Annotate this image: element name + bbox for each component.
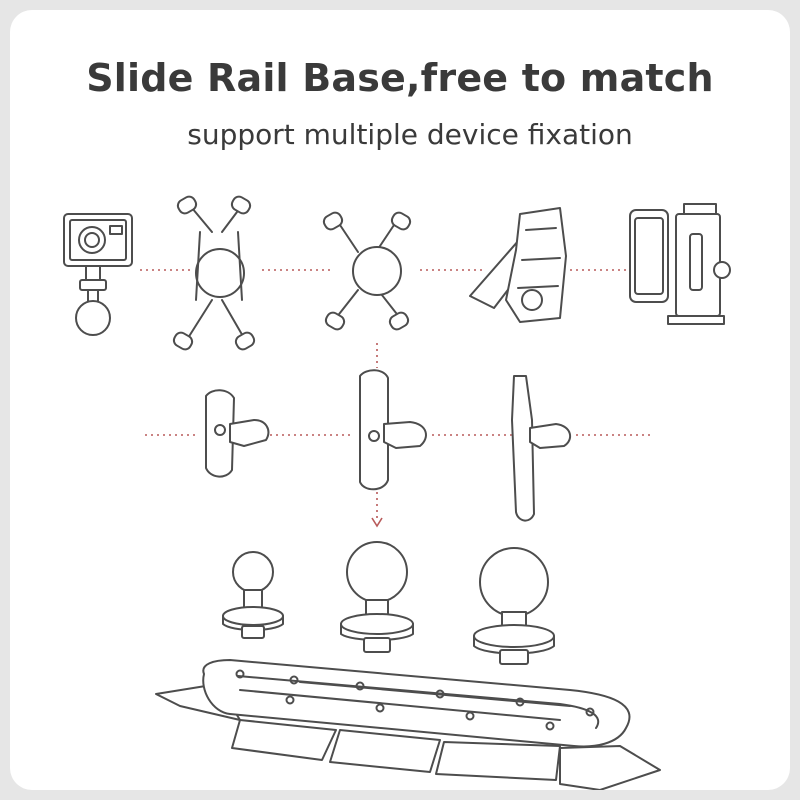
slide-rail-base-icon <box>155 659 661 790</box>
ball-mount-medium-icon <box>340 541 414 653</box>
phone-clamp-icon <box>469 207 567 323</box>
product-illustration <box>63 195 731 790</box>
tablet-holder-icon <box>629 203 731 325</box>
headline: Slide Rail Base,free to match <box>86 56 714 100</box>
x-grip-large-icon <box>172 195 256 351</box>
row1-connectors <box>140 269 628 368</box>
subheadline: support multiple device fixation <box>187 118 633 151</box>
ball-mount-large-icon <box>473 547 555 665</box>
medium-arm-icon <box>359 369 427 491</box>
short-arm-icon <box>205 389 270 478</box>
row2-connectors <box>145 434 650 528</box>
ball-mount-small-icon <box>222 551 284 639</box>
x-grip-small-icon <box>322 211 412 331</box>
action-camera-icon <box>63 213 133 336</box>
product-card: Slide Rail Base,free to match support mu… <box>10 10 790 790</box>
long-arm-icon <box>511 375 572 522</box>
